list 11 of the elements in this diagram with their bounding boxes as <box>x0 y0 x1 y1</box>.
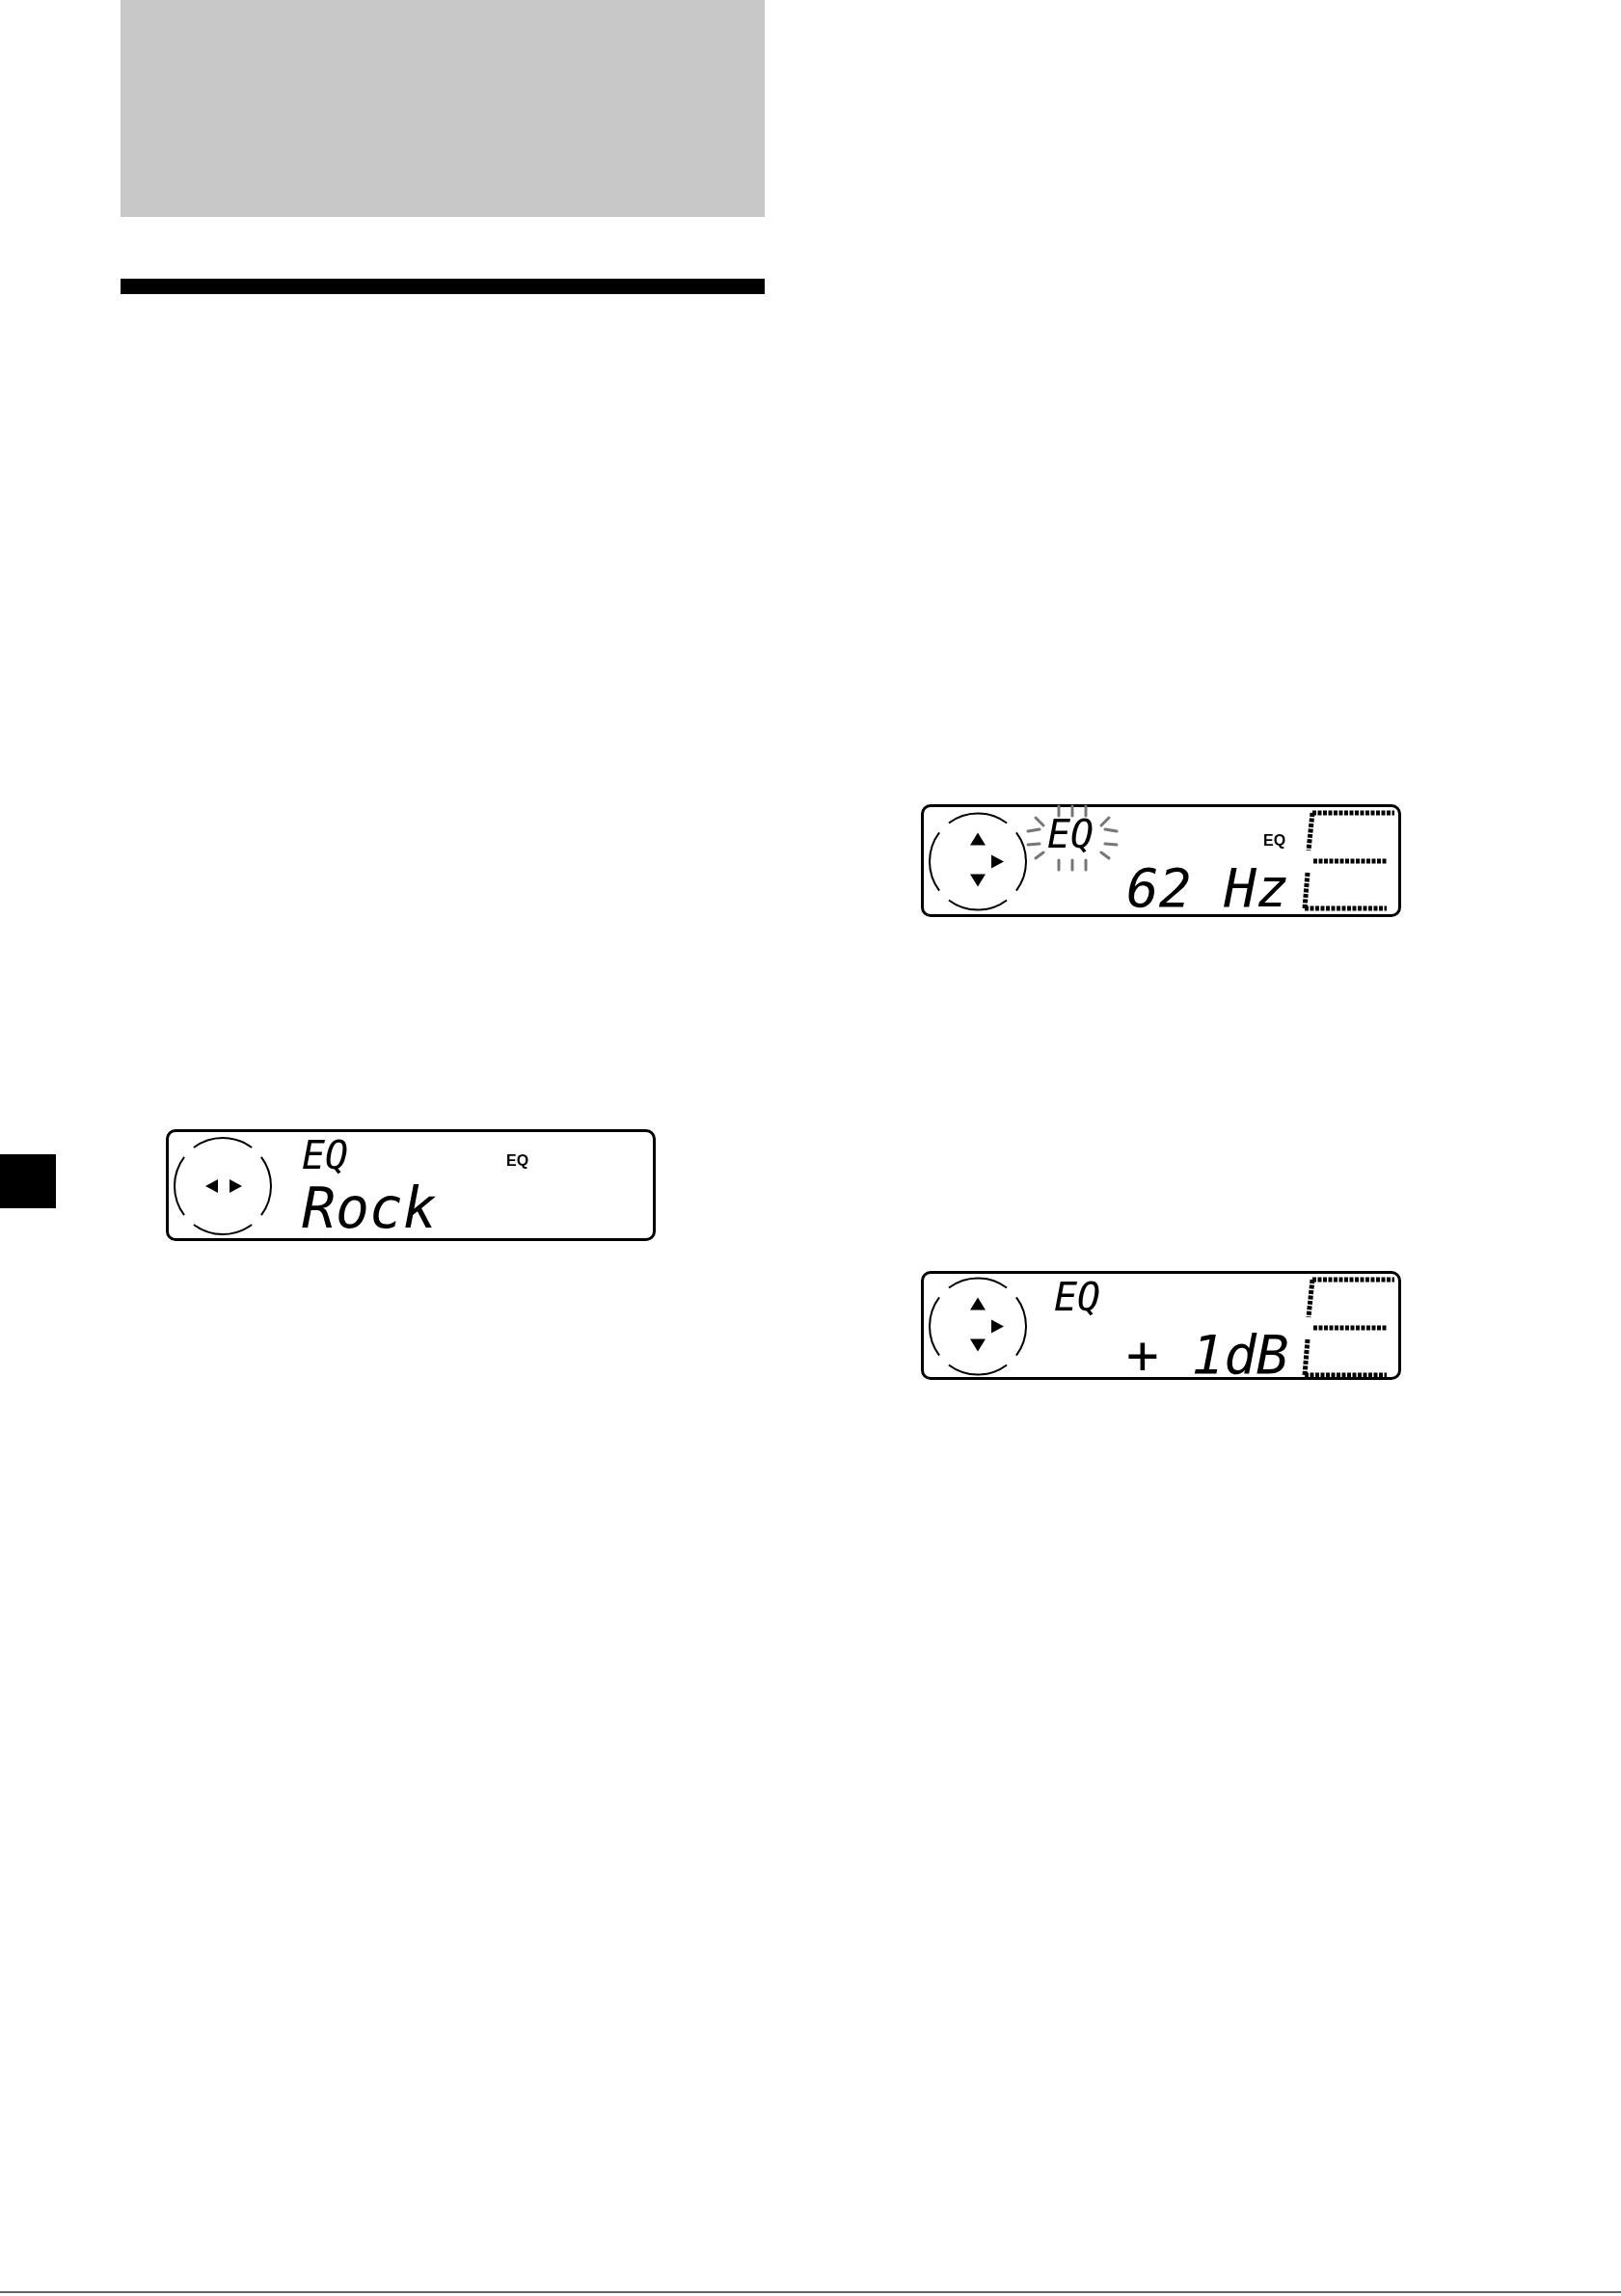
preset-name: Rock <box>302 1180 437 1236</box>
mode-indicator: EQ <box>1047 815 1094 853</box>
mode-indicator: EQ <box>1054 1278 1101 1316</box>
lcd-display-panel <box>921 804 1401 917</box>
eq-indicator: EQ <box>1263 833 1286 849</box>
frequency-value: 62 Hz <box>1126 861 1289 915</box>
lcd-display-panel <box>921 1271 1401 1380</box>
lcd-display-panel <box>166 1129 656 1241</box>
level-value: + 1dB <box>1126 1328 1289 1382</box>
mode-indicator: EQ <box>302 1136 349 1175</box>
eq-indicator: EQ <box>506 1153 529 1169</box>
